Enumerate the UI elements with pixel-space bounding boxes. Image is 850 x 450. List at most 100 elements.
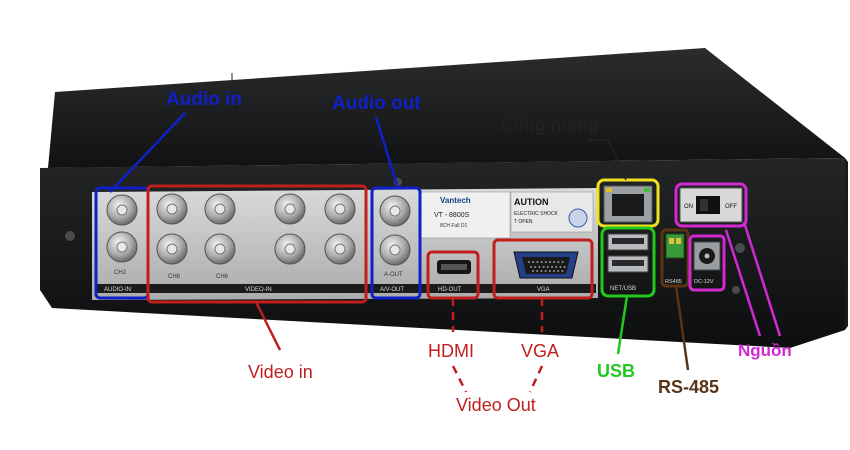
power-callout-right <box>742 221 782 337</box>
network-callout <box>588 139 627 181</box>
av-out-connectors: A-OUT A/V-OUT <box>379 195 411 293</box>
vga-port: VGA <box>513 251 579 293</box>
rs485-label: RS-485 <box>658 377 720 397</box>
vga-pin <box>532 270 534 272</box>
model-label: Vantech VT - 8800S 8CH Full D1 <box>419 191 511 239</box>
hdmi-socket-inner <box>441 264 467 270</box>
vga-pin <box>536 261 539 263</box>
bnc-connector-core <box>166 243 178 255</box>
audio-out-label: Audio out <box>332 93 421 114</box>
hdmi-port: HD-OUT <box>437 260 471 293</box>
vga-label: VGA <box>521 341 560 361</box>
usb-callout <box>616 295 629 355</box>
model-text: VT - 8800S <box>434 212 470 219</box>
on-text: ON <box>684 204 693 210</box>
model-sub-text: 8CH Full D1 <box>440 223 467 229</box>
usb-port-inner <box>612 238 644 244</box>
callout-lines <box>109 112 782 393</box>
device-right-side <box>845 158 848 330</box>
rs485-pin <box>669 238 674 244</box>
usb-label: USB <box>597 361 636 381</box>
vga-pin <box>532 261 535 263</box>
bnc-connector-core <box>116 241 128 253</box>
hd-out-strip-text: HD-OUT <box>438 287 462 293</box>
video-in-callout <box>254 301 282 351</box>
vga-pin <box>553 261 556 263</box>
vga-pin <box>542 266 545 268</box>
power-section: ON OFF DC-12V <box>679 187 743 285</box>
bnc-connector-core <box>284 243 296 255</box>
video-out-callout-right <box>528 365 544 393</box>
audio-out-callout <box>374 116 400 189</box>
ch6-text: CH6 <box>216 274 229 280</box>
rs485-small-text: RS485 <box>665 279 682 285</box>
rj45-socket <box>612 194 644 216</box>
audio-in-label: Audio in <box>166 89 242 110</box>
video-in-label: Video in <box>248 362 313 382</box>
vga-pin <box>546 266 549 268</box>
rs485-port: RS485 <box>665 233 685 285</box>
audio-in-strip-text: AUDIO-IN <box>104 287 131 293</box>
network-port-label: Cổng mạng <box>500 115 599 135</box>
bnc-connector-core <box>334 243 346 255</box>
usb-highlight <box>600 226 656 298</box>
audio-in-callout <box>109 112 186 193</box>
caution-sub2-text: T OPEN <box>514 219 533 225</box>
vga-pin <box>548 270 551 272</box>
screw <box>65 231 75 241</box>
power-switch-housing <box>679 187 743 223</box>
video-out-label: Video Out <box>456 395 536 415</box>
caution-label: AUTION ELECTRIC SHOCK T OPEN <box>510 191 594 233</box>
bottom-strip <box>96 284 596 293</box>
video-out-callout-left <box>451 365 468 393</box>
off-text: OFF <box>725 204 737 210</box>
rs485-pin <box>676 238 681 244</box>
usb-ports: NET/USB <box>607 233 649 292</box>
vga-pins <box>528 261 566 272</box>
vga-pin <box>555 266 558 268</box>
vga-pin <box>538 266 541 268</box>
vga-pin <box>534 266 537 268</box>
vga-pin <box>561 270 564 272</box>
vga-pin <box>551 266 553 268</box>
vga-pin <box>563 266 566 268</box>
video-in-strip-text: VIDEO-IN <box>245 287 272 293</box>
vga-pin <box>553 270 555 272</box>
bnc-connector-core <box>116 204 128 216</box>
rs485-callout <box>674 285 690 371</box>
vga-pin <box>540 270 543 272</box>
vga-pin <box>528 261 530 263</box>
ch8-text: CH8 <box>168 274 181 280</box>
power-label: Nguồn <box>738 341 792 360</box>
dc12v-text: DC-12V <box>694 279 714 285</box>
vga-pin <box>561 261 564 263</box>
bnc-connector-core <box>214 203 226 215</box>
vga-pin <box>540 261 543 263</box>
caution-sub-text: ELECTRIC SHOCK <box>514 211 559 217</box>
model-label-bg <box>419 191 511 239</box>
vga-pin <box>557 261 560 263</box>
video-in-connectors: CH8 CH6 VIDEO-IN <box>156 193 356 293</box>
brand-text: Vantech <box>440 196 471 205</box>
screw <box>735 243 745 253</box>
network-highlight <box>596 178 660 228</box>
bnc-connector-core <box>214 243 226 255</box>
audio-in-connectors: CH2 AUDIO-IN <box>104 194 138 293</box>
audio-out-highlight <box>370 186 422 300</box>
rj45-led <box>644 188 650 192</box>
power-switch-rocker <box>700 199 708 211</box>
vga-pin <box>544 270 547 272</box>
certification-logo <box>568 208 588 228</box>
power-switch-highlight <box>674 182 748 228</box>
bnc-connector-core <box>166 203 178 215</box>
av-out-strip-text: A/V-OUT <box>380 287 404 293</box>
vga-pin <box>559 266 562 268</box>
bnc-connector-core <box>284 203 296 215</box>
bnc-connector-core <box>334 203 346 215</box>
screw <box>732 286 740 294</box>
vga-pin <box>536 270 539 272</box>
bnc-connector-core <box>389 205 401 217</box>
a-out-text: A-OUT <box>384 272 403 278</box>
ch2-text: CH2 <box>114 270 127 276</box>
